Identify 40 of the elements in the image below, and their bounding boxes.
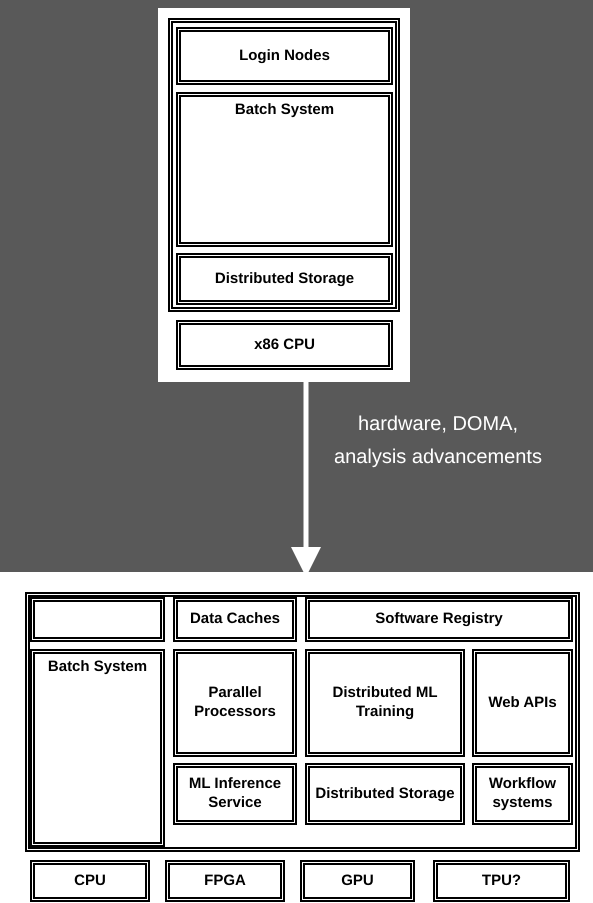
component-box bbox=[305, 649, 465, 757]
box-label: Web APIs bbox=[487, 694, 558, 712]
system-frame bbox=[25, 592, 580, 852]
box-label: Login Nodes bbox=[238, 46, 331, 66]
component-box bbox=[176, 92, 393, 247]
card-background bbox=[158, 8, 410, 382]
component-box bbox=[305, 763, 465, 825]
component-box bbox=[176, 320, 393, 370]
component-box bbox=[176, 253, 393, 305]
box-label: Parallel Processors bbox=[193, 684, 277, 722]
component-box bbox=[305, 597, 573, 642]
edge-label: hardware, DOMA, analysis advancements bbox=[333, 412, 543, 470]
component-box bbox=[30, 860, 150, 902]
component-box bbox=[165, 860, 285, 902]
system-frame bbox=[168, 18, 400, 312]
box-label: Distributed ML Training bbox=[332, 684, 438, 722]
box-label: Data Caches bbox=[188, 610, 282, 629]
box-label: ML Inference Service bbox=[188, 775, 282, 813]
box-label: Batch System bbox=[234, 101, 336, 120]
component-box bbox=[173, 597, 297, 642]
component-box bbox=[472, 763, 573, 825]
component-box bbox=[300, 860, 415, 902]
component-box bbox=[433, 860, 570, 902]
card-background bbox=[0, 572, 593, 903]
component-box bbox=[30, 597, 165, 642]
box-label: CPU bbox=[73, 872, 107, 890]
component-box bbox=[173, 763, 297, 825]
box-label: Workflow systems bbox=[488, 775, 558, 813]
box-label: TPU? bbox=[480, 872, 522, 890]
box-label: GPU bbox=[340, 872, 375, 890]
component-box bbox=[176, 27, 393, 85]
box-label: x86 CPU bbox=[253, 336, 316, 354]
component-box bbox=[472, 649, 573, 757]
box-label: Software Registry bbox=[374, 610, 504, 629]
component-box bbox=[173, 649, 297, 757]
box-label: Distributed Storage bbox=[314, 784, 456, 804]
component-box bbox=[30, 649, 165, 847]
box-label: FPGA bbox=[203, 872, 247, 890]
box-label: Batch System bbox=[46, 658, 148, 677]
box-label: Distributed Storage bbox=[214, 270, 356, 288]
